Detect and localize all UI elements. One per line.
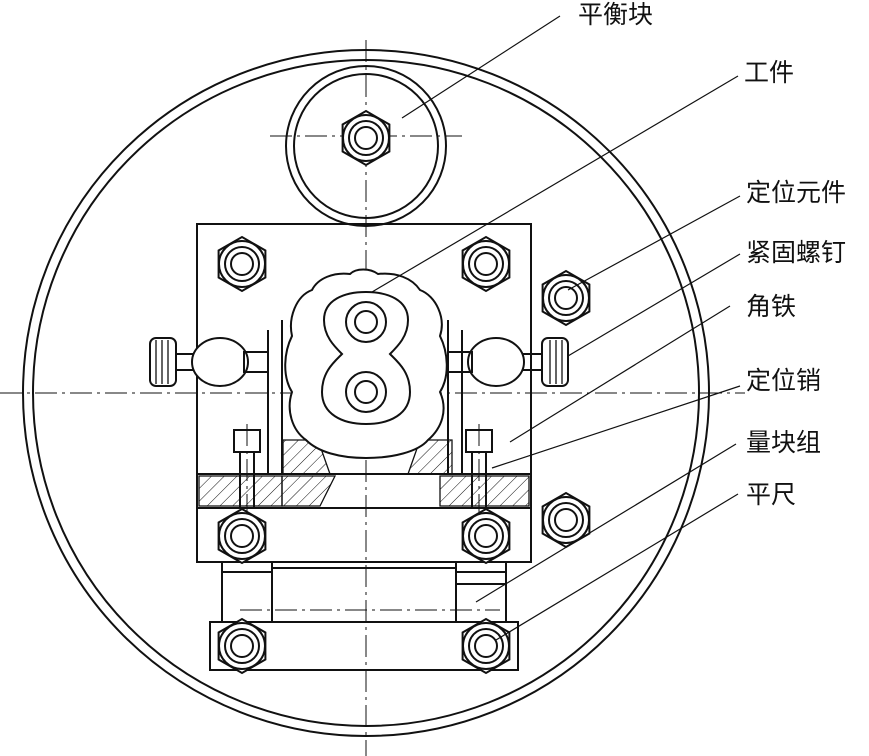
- clamping-screw-right: [447, 337, 569, 387]
- clamping-screw-left: [149, 337, 269, 387]
- workpiece: [284, 268, 448, 460]
- nut-icon: [461, 617, 511, 675]
- gauge-block-set: [221, 561, 507, 623]
- nut-icon: [461, 235, 511, 293]
- label-gauge-block-set: 量块组: [746, 428, 822, 457]
- nut-icon: [541, 269, 591, 327]
- label-straightedge: 平尺: [746, 480, 797, 509]
- nut-group: [217, 109, 591, 675]
- straightedge: [209, 621, 519, 671]
- nut-icon: [341, 109, 391, 167]
- label-workpiece: 工件: [744, 58, 795, 87]
- balance-block: [285, 65, 447, 227]
- nut-icon: [217, 235, 267, 293]
- label-balance-block: 平衡块: [578, 0, 654, 29]
- nut-icon: [217, 617, 267, 675]
- nut-icon: [461, 507, 511, 565]
- leader-lines: [371, 15, 741, 641]
- nut-icon: [217, 507, 267, 565]
- locating-pin-right: [465, 424, 493, 514]
- label-clamping-screw: 紧固螺钉: [746, 238, 847, 267]
- locating-pin-left: [233, 424, 261, 514]
- label-angle-iron: 角铁: [746, 292, 797, 321]
- nut-icon: [541, 491, 591, 549]
- label-locating-element: 定位元件: [746, 178, 847, 207]
- label-locating-pin: 定位销: [746, 366, 822, 395]
